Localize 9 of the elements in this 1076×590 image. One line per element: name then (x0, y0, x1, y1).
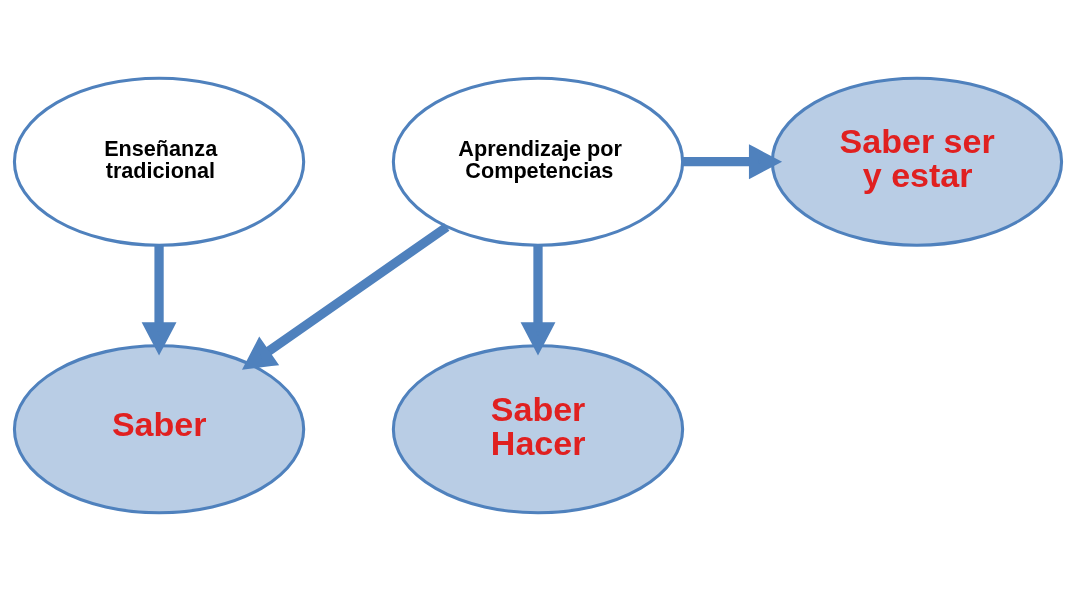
arrow (141, 245, 177, 356)
node-ellipse: Saber ser y estar (770, 76, 1064, 247)
arrow (520, 245, 556, 356)
node-ellipse: Saber Hacer (391, 343, 685, 514)
arrow (242, 222, 450, 370)
node-ellipse: Saber (12, 343, 306, 514)
arrow (683, 143, 783, 179)
node-ellipse: Enseñanza tradicional (12, 76, 306, 247)
node-ellipse: Aprendizaje por Competencias (391, 76, 685, 247)
